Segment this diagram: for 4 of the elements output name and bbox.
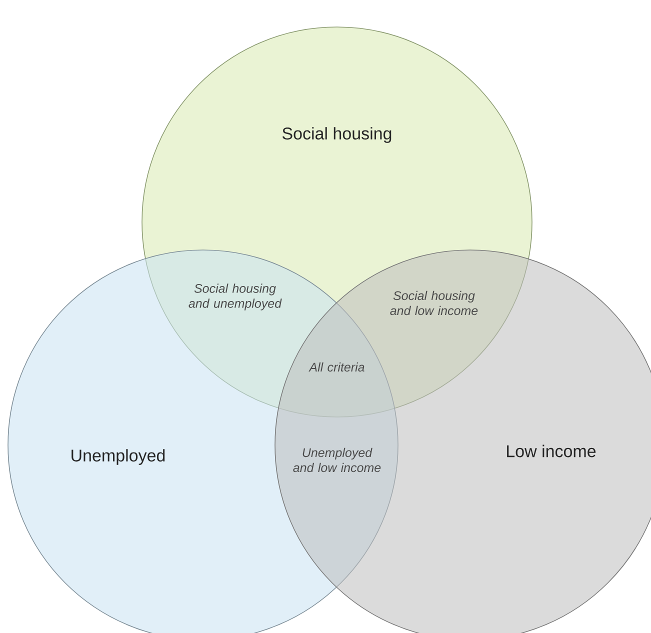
overlap-label: Social housing and low income xyxy=(390,290,478,316)
overlap-label: Social housing and unemployed xyxy=(188,284,282,310)
overlap-label: Unemployed and low income xyxy=(293,448,381,472)
overlap-label: All criteria xyxy=(308,362,364,372)
